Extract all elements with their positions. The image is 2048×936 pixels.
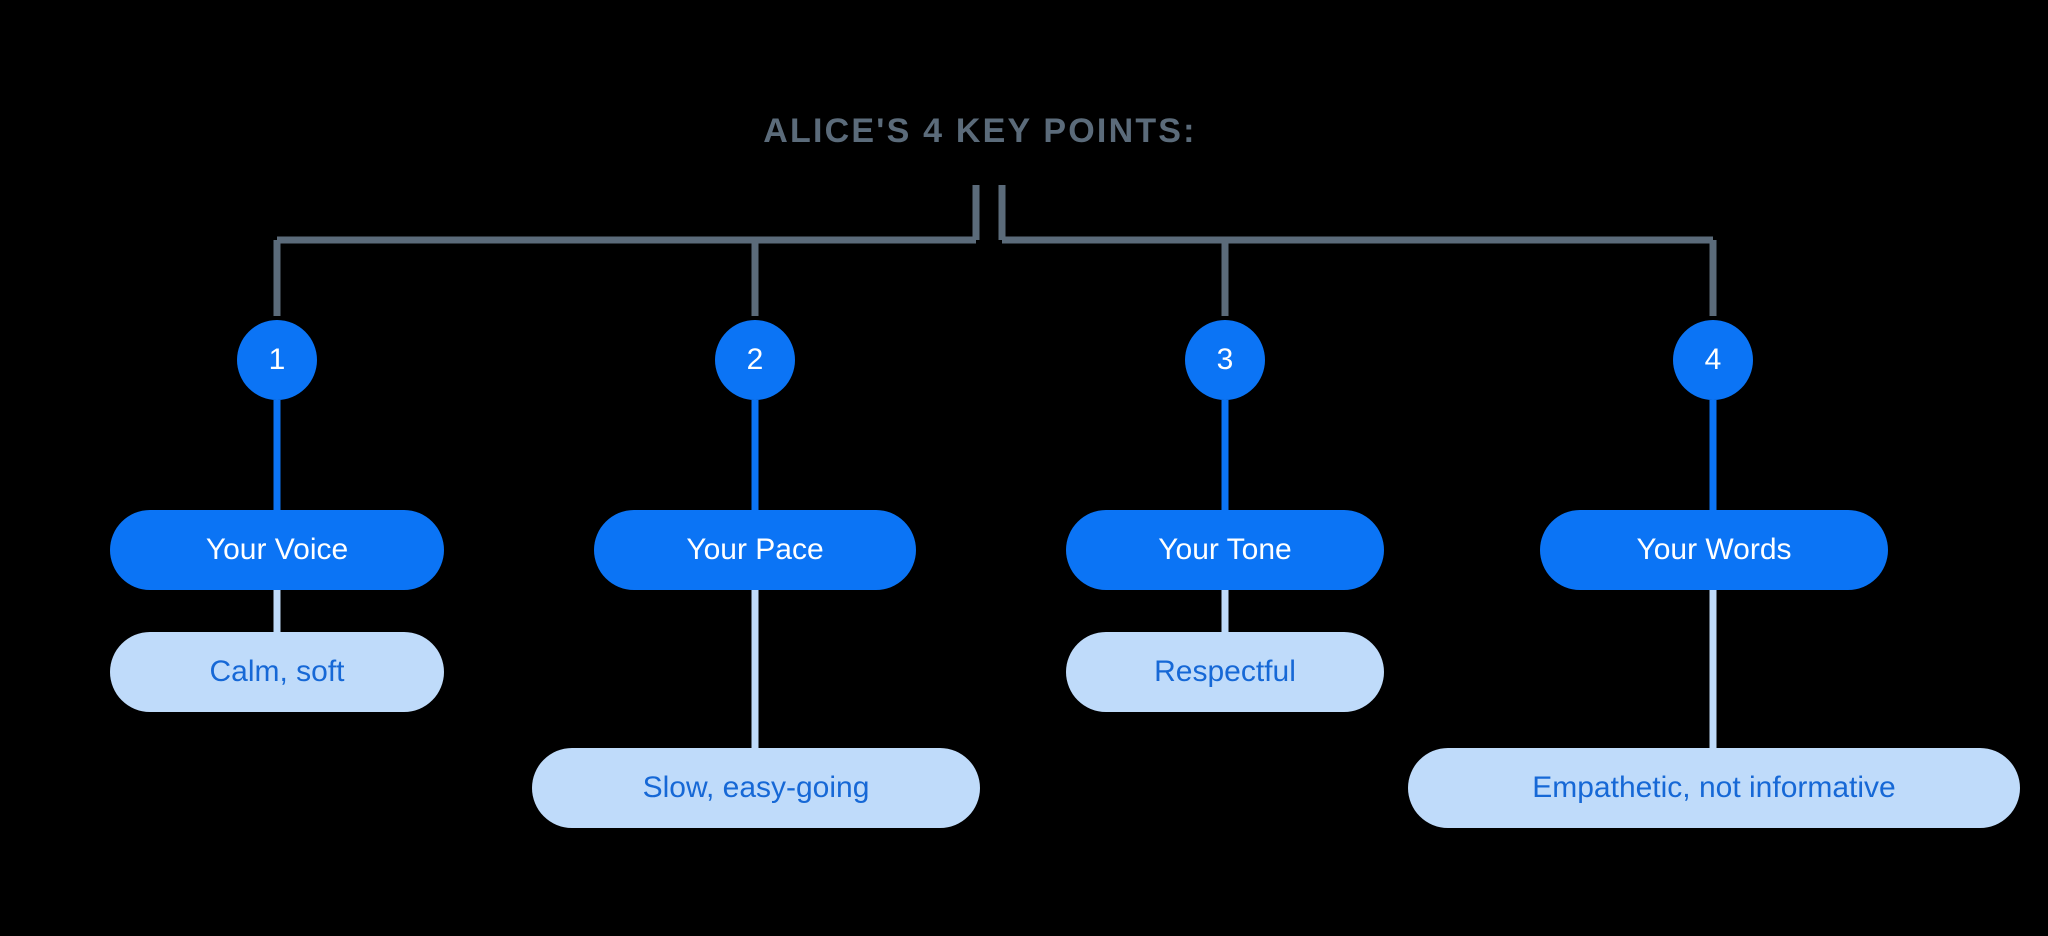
branch-number-1[interactable]: 1 bbox=[237, 320, 317, 400]
branch-label-2[interactable]: Your Pace bbox=[594, 510, 916, 590]
branch-detail-4[interactable]: Empathetic, not informative bbox=[1408, 748, 2020, 828]
branch-detail-1[interactable]: Calm, soft bbox=[110, 632, 444, 712]
branch-detail-3[interactable]: Respectful bbox=[1066, 632, 1384, 712]
branch-detail-2[interactable]: Slow, easy-going bbox=[532, 748, 980, 828]
page-title: ALICE'S 4 KEY POINTS: bbox=[763, 112, 1197, 150]
branch-number-3[interactable]: 3 bbox=[1185, 320, 1265, 400]
branch-number-4[interactable]: 4 bbox=[1673, 320, 1753, 400]
branch-label-3[interactable]: Your Tone bbox=[1066, 510, 1384, 590]
branch-label-1[interactable]: Your Voice bbox=[110, 510, 444, 590]
branch-number-2[interactable]: 2 bbox=[715, 320, 795, 400]
branch-label-4[interactable]: Your Words bbox=[1540, 510, 1888, 590]
